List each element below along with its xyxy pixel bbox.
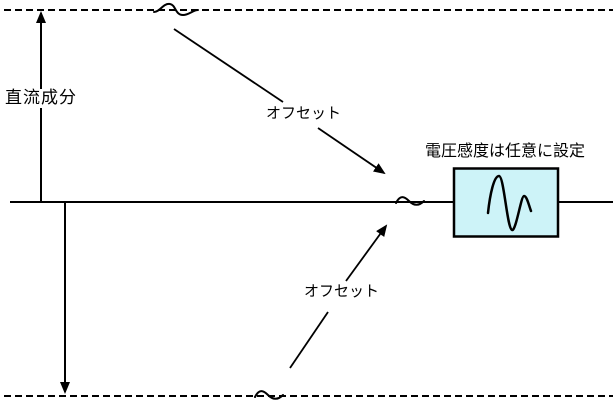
offset-lower-leader-line: [289, 311, 329, 369]
break-symbol-top: [153, 2, 199, 17]
offset-lower-arrow: [345, 224, 388, 282]
sine-burst-waveform-icon: [486, 174, 533, 232]
offset-upper-label: オフセット: [266, 105, 342, 122]
voltage-sensitivity-label: 電圧感度は任意に設定: [424, 143, 585, 160]
dc-component-label: 直流成分: [1, 88, 81, 108]
offset-upper-arrow: [317, 127, 386, 175]
break-symbol-bottom: [254, 390, 284, 400]
offset-upper-leader-line: [173, 28, 284, 103]
offset-lower-label: オフセット: [304, 283, 380, 300]
break-symbol-middle: [395, 196, 425, 206]
